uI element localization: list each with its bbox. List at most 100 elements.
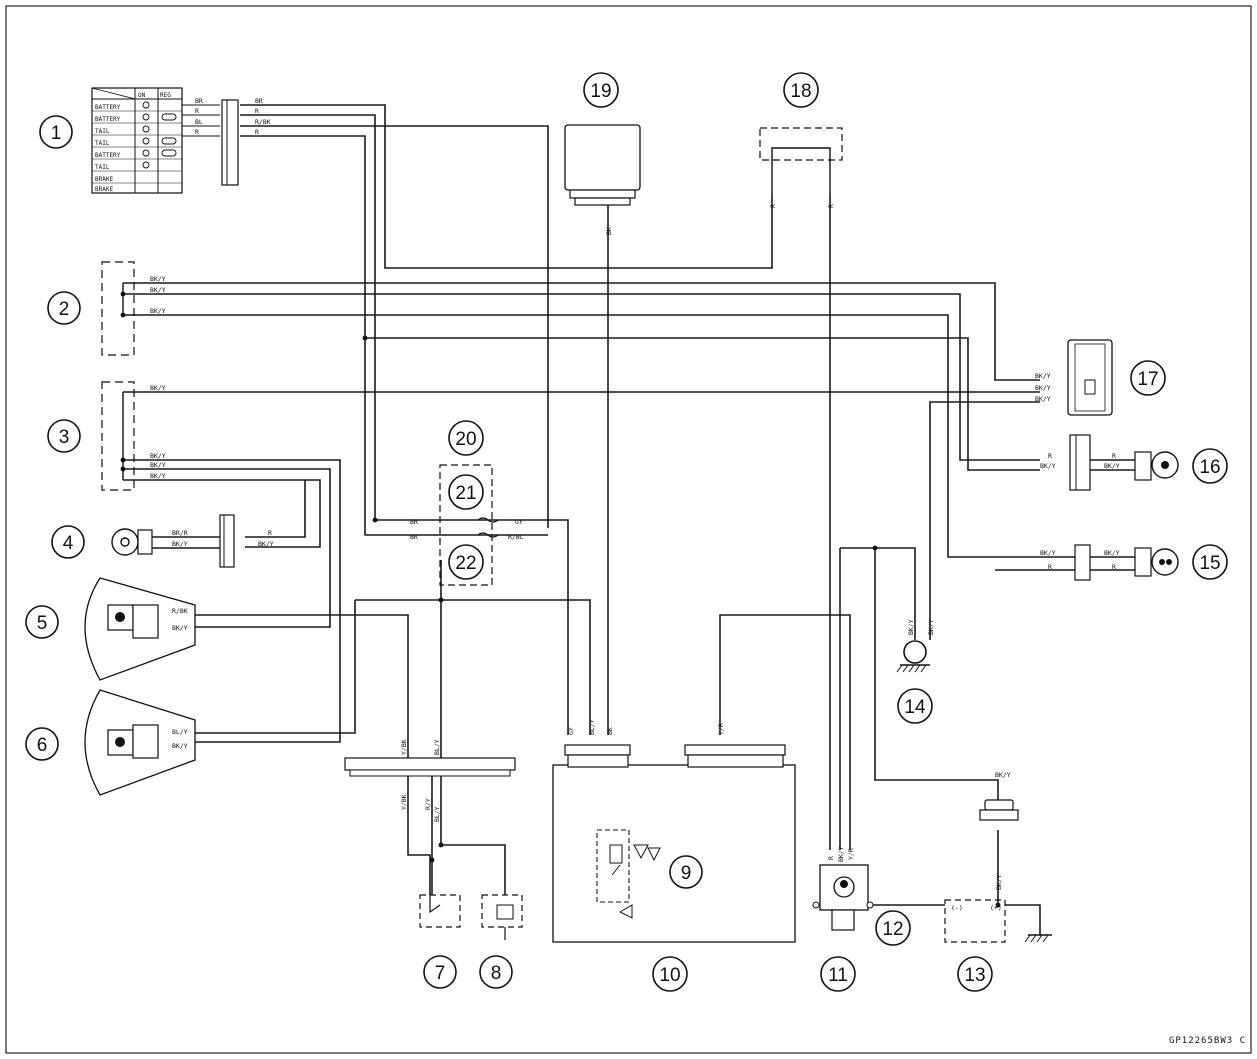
component-17-connector — [1067, 339, 1113, 416]
battery-plus: (+) — [990, 904, 1002, 912]
svg-text:21: 21 — [455, 483, 476, 504]
component-13-battery: (-) (+) — [944, 799, 1052, 943]
wire-label: BL/Y — [588, 719, 596, 735]
callout-3: 3 — [47, 419, 81, 453]
table-header-on: ON — [138, 92, 146, 99]
svg-text:5: 5 — [37, 613, 48, 634]
wire-label: R — [827, 856, 835, 860]
table-row-6: TAIL — [95, 164, 110, 171]
wire-label: BK/Y — [150, 307, 166, 315]
svg-text:3: 3 — [59, 427, 70, 448]
callout-4: 4 — [51, 525, 85, 559]
wire-label: R — [1112, 452, 1116, 460]
junction-bar — [344, 757, 516, 777]
component-4-lamp — [111, 514, 235, 568]
wire-label: R — [195, 107, 199, 115]
wire-label: R/Y — [424, 798, 432, 810]
wire-label: R — [827, 204, 835, 208]
wire-label: BR — [255, 97, 263, 105]
component-15-lamp — [1074, 544, 1179, 581]
wire-label: BK/Y — [172, 540, 188, 548]
wire-label: BK/Y — [150, 384, 166, 392]
table-row-2: BATTERY — [95, 116, 121, 123]
svg-text:9: 9 — [681, 863, 692, 884]
wire-label: R/BK — [255, 118, 271, 126]
svg-text:1: 1 — [51, 123, 62, 144]
wire-label: Y/BK — [400, 794, 408, 810]
junction-dots — [120, 291, 1001, 908]
wire-label: BK/Y — [995, 771, 1011, 779]
component-18-dashed-unit — [759, 127, 843, 195]
svg-text:7: 7 — [435, 963, 446, 984]
wire-label: BL/Y — [433, 739, 441, 755]
wire-label: R/BK — [172, 607, 188, 615]
callout-6: 6 — [25, 727, 59, 761]
svg-text:14: 14 — [904, 697, 926, 718]
wire-label: BK/Y — [1035, 384, 1051, 392]
wire-label: R — [769, 204, 777, 208]
wire-label: BK/Y — [150, 472, 166, 480]
wire-label: BK — [606, 727, 614, 735]
wire-label: BK/Y — [927, 619, 935, 635]
svg-text:2: 2 — [59, 299, 70, 320]
callout-9: 9 — [669, 855, 703, 889]
wire-label: BK/Y — [258, 540, 274, 548]
callout-15: 15 — [1192, 544, 1228, 580]
wire-label: R — [1048, 452, 1052, 460]
wire-label: BL/Y — [433, 806, 441, 822]
callout-19: 19 — [583, 72, 619, 108]
callout-8: 8 — [479, 955, 513, 989]
callout-5: 5 — [25, 605, 59, 639]
svg-text:12: 12 — [882, 919, 903, 940]
wire-label: BK/Y — [1040, 549, 1056, 557]
wire-label: BR — [195, 97, 203, 105]
wire-label: GY — [515, 518, 523, 526]
wire-label: R — [1112, 563, 1116, 571]
svg-text:22: 22 — [455, 553, 476, 574]
component-16-lamp — [1069, 434, 1179, 491]
wire-label: BK/Y — [172, 742, 188, 750]
callout-17: 17 — [1130, 360, 1166, 396]
wire-label: Y/R — [847, 848, 855, 860]
wire-label: BL — [195, 118, 203, 126]
callout-21: 21 — [448, 474, 484, 510]
callout-16: 16 — [1192, 448, 1228, 484]
wire-label: R — [195, 128, 199, 136]
callout-13: 13 — [957, 956, 993, 992]
wire-labels: BR R BL R BR R R/BK R BK/Y BK/Y BK/Y BK/… — [150, 97, 1120, 890]
callout-14: 14 — [897, 688, 933, 724]
wire-label: BK/Y — [172, 624, 188, 632]
wire-label: BK/Y — [995, 874, 1003, 890]
wire-label: Y/R — [717, 723, 725, 735]
table-row-4: TAIL — [95, 140, 110, 147]
table-header-reg: REG — [160, 92, 171, 99]
component-7-switch — [419, 894, 461, 928]
svg-text:11: 11 — [828, 965, 848, 986]
callout-20: 20 — [448, 420, 484, 456]
svg-text:20: 20 — [455, 429, 476, 450]
table-row-7: BRAKE — [95, 176, 113, 183]
svg-text:4: 4 — [63, 533, 74, 554]
wire-label: BR — [410, 518, 418, 526]
callout-18: 18 — [783, 72, 819, 108]
wire-label: BK/Y — [1035, 372, 1051, 380]
wire-label: BK/Y — [1104, 462, 1120, 470]
component-11-starter-relay — [812, 864, 874, 931]
component-5-headlight — [84, 577, 196, 681]
table-row-3: TAIL — [95, 128, 110, 135]
callout-12: 12 — [875, 910, 911, 946]
wire-label: BR/R — [172, 529, 188, 537]
callout-2: 2 — [47, 291, 81, 325]
wire-label: BK/Y — [1040, 462, 1056, 470]
svg-text:17: 17 — [1137, 369, 1158, 390]
wire-label: BK/Y — [150, 275, 166, 283]
wire-label: BK/Y — [1035, 395, 1051, 403]
wire-label: R — [255, 128, 259, 136]
component-6-headlight — [84, 689, 196, 796]
component-19-unit — [564, 124, 641, 206]
component-2-dashed-box — [101, 261, 135, 356]
table-row-8: BRAKE — [95, 186, 113, 193]
wire-label: BK/Y — [150, 286, 166, 294]
wire-label: R — [1048, 563, 1052, 571]
